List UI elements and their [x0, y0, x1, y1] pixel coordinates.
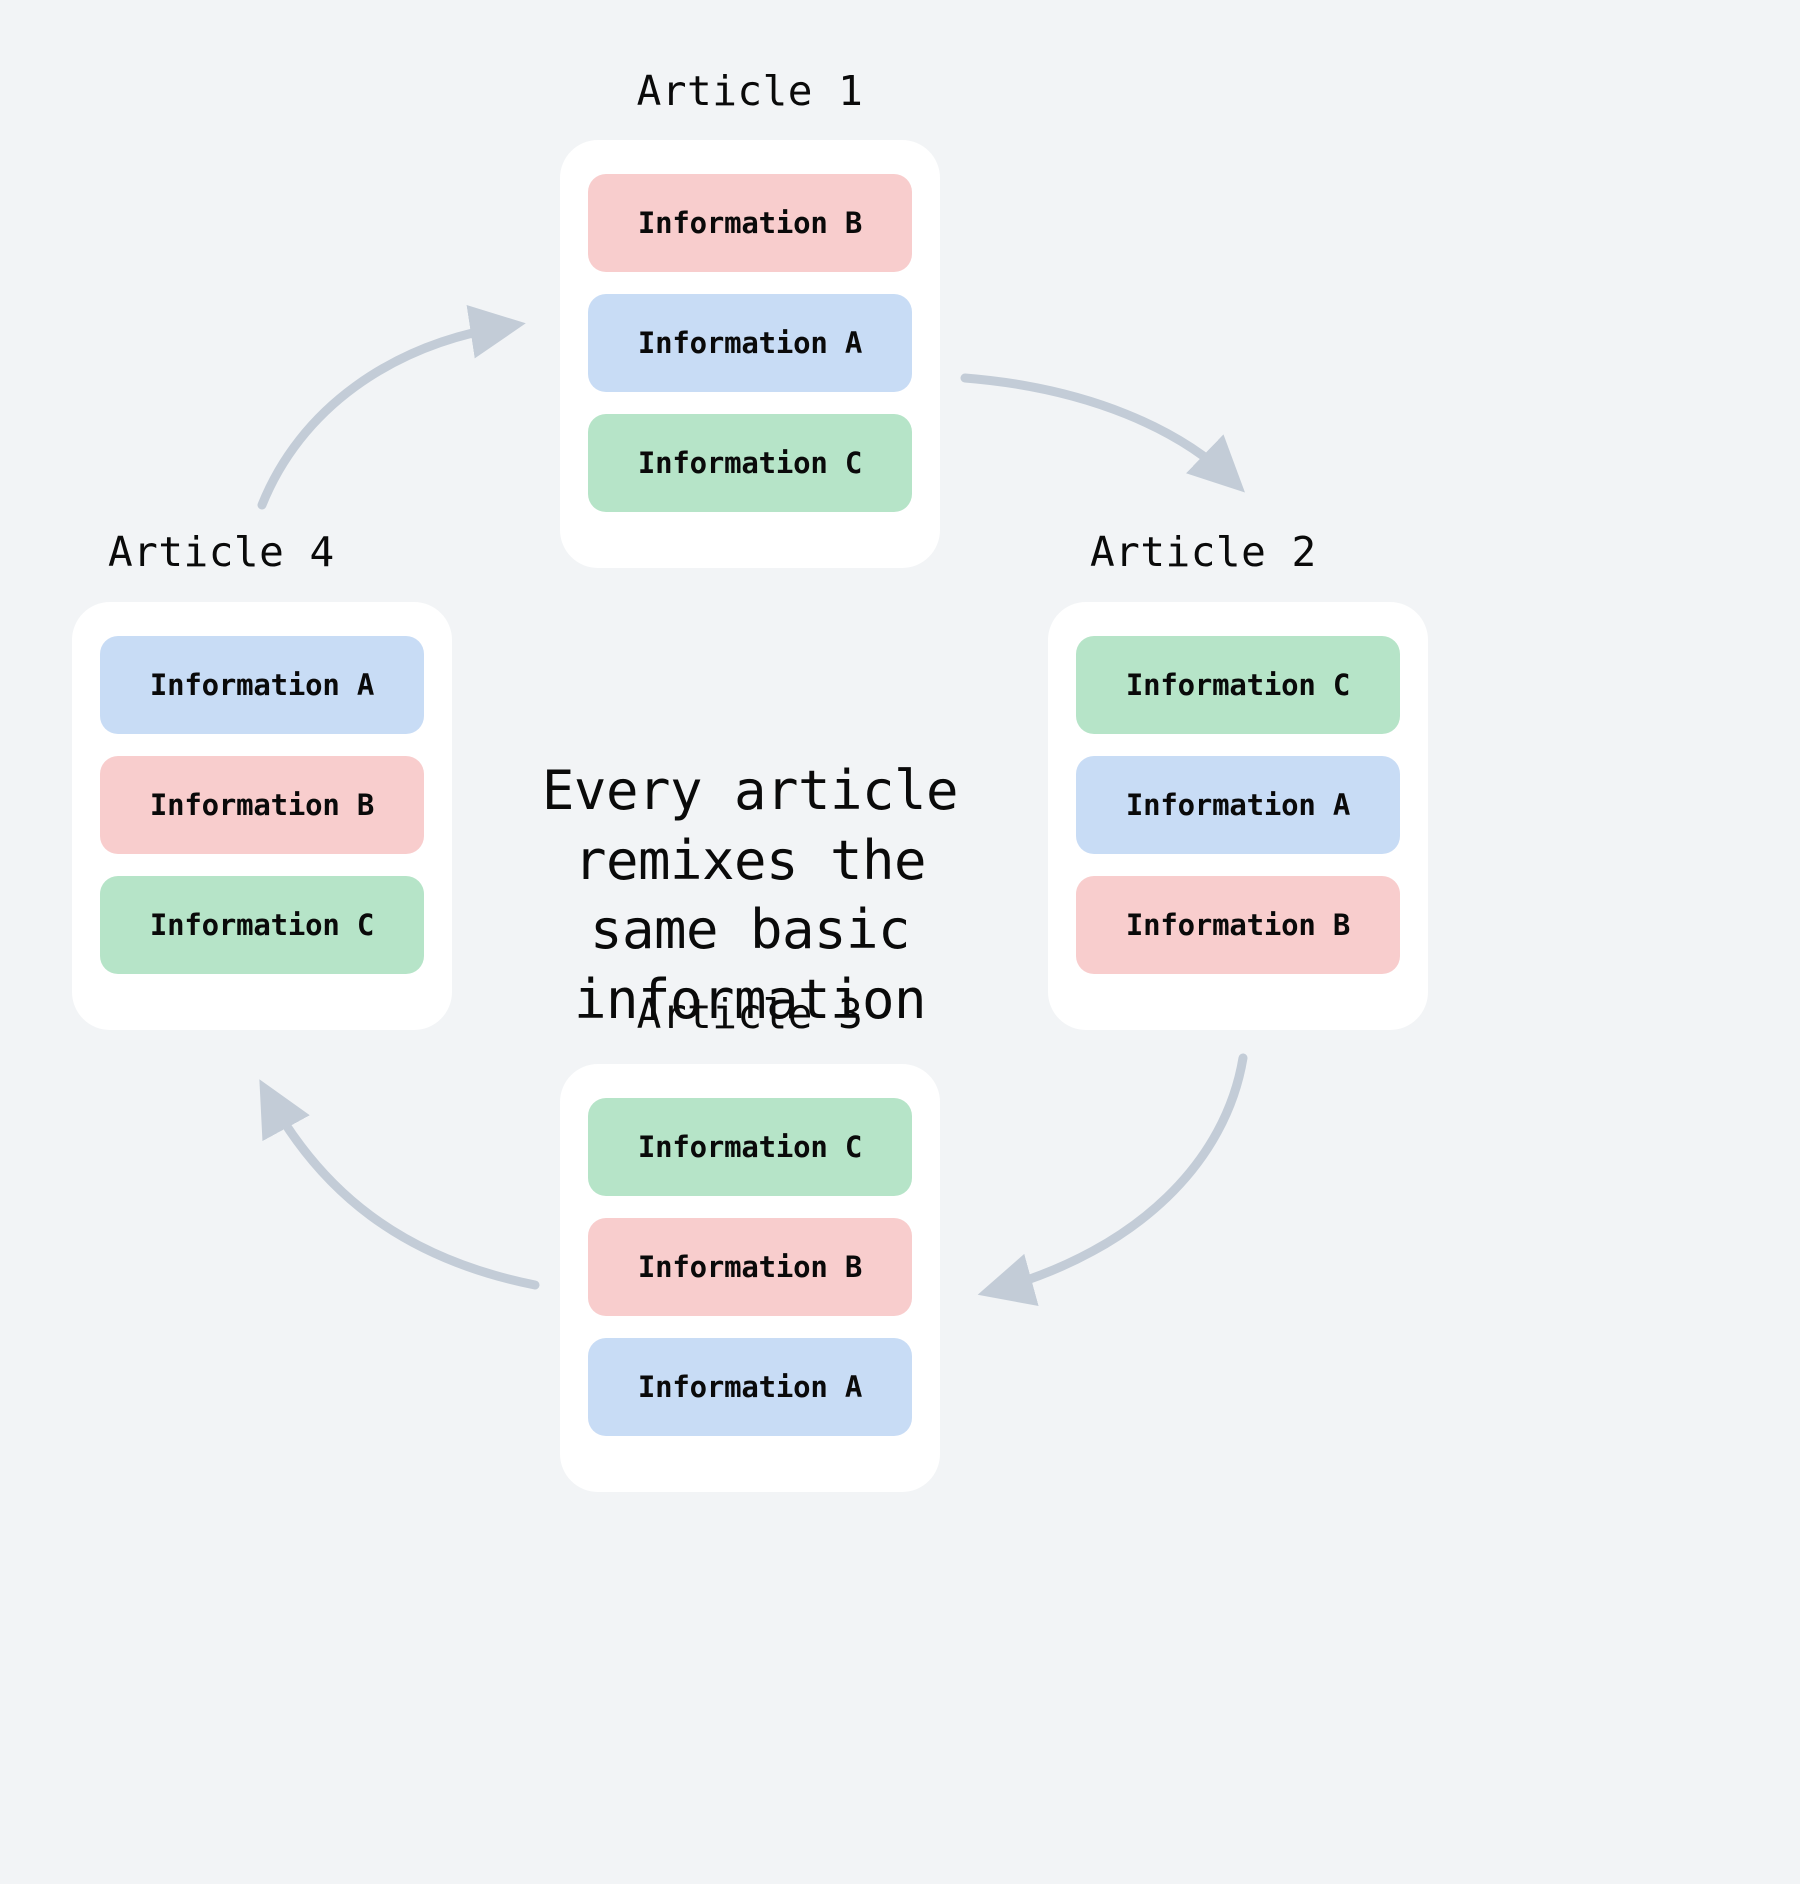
article-2-card[interactable]: Information C Information A Information … [1048, 602, 1428, 1030]
center-caption-line-4: information [573, 967, 927, 1031]
center-caption: Every article remixes the same basic inf… [540, 756, 960, 1035]
article-2-item-3[interactable]: Information B [1076, 876, 1400, 974]
arrow-article3-to-article4 [259, 1079, 540, 1290]
article-1-item-3[interactable]: Information C [588, 414, 912, 512]
arrow-article4-to-article1 [257, 305, 526, 510]
article-3-title: Article 3 [636, 990, 864, 1038]
center-caption-line-2: remixes the [573, 828, 927, 892]
article-2-item-1[interactable]: Information C [1076, 636, 1400, 734]
article-2-title: Article 2 [1090, 528, 1317, 576]
article-1-item-2[interactable]: Information A [588, 294, 912, 392]
article-3-item-2[interactable]: Information B [588, 1218, 912, 1316]
article-1-item-1[interactable]: Information B [588, 174, 912, 272]
article-3-item-3[interactable]: Information A [588, 1338, 912, 1436]
article-1-title: Article 1 [636, 67, 864, 115]
article-4-item-1[interactable]: Information A [100, 636, 424, 734]
article-2-item-2[interactable]: Information A [1076, 756, 1400, 854]
center-caption-line-3: same basic [589, 898, 911, 962]
arrow-article2-to-article3 [977, 1053, 1248, 1306]
center-caption-line-1: Every article [541, 759, 959, 822]
article-4-title: Article 4 [108, 528, 335, 576]
article-4-item-2[interactable]: Information B [100, 756, 424, 854]
article-4-item-3[interactable]: Information C [100, 876, 424, 974]
article-3-card[interactable]: Information C Information B Information … [560, 1064, 940, 1492]
arrow-article1-to-article2 [960, 373, 1245, 493]
article-3-item-1[interactable]: Information C [588, 1098, 912, 1196]
article-1-card[interactable]: Information B Information A Information … [560, 140, 940, 568]
article-4-card[interactable]: Information A Information B Information … [72, 602, 452, 1030]
